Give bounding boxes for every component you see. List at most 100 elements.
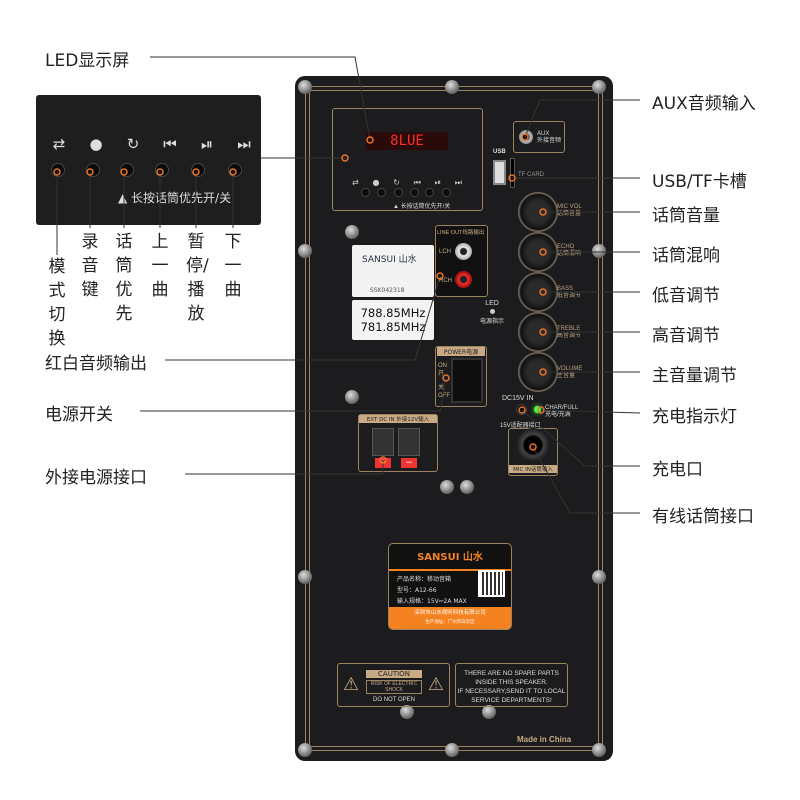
inset-hint: ▲ 长按话筒优先开/关 — [118, 191, 232, 205]
display-module — [332, 108, 483, 211]
callout-mic-volume: 话筒音量 — [652, 206, 720, 226]
frequency-1: 788.85MHz — [360, 306, 426, 320]
label-mode: 模式切换 — [48, 257, 66, 349]
on-cn-label: 开 — [438, 371, 445, 377]
bass-knob[interactable] — [518, 272, 558, 312]
mic-volume-knob[interactable] — [518, 192, 558, 232]
off-cn-label: 关 — [438, 385, 445, 391]
knob-label: MIC VOL — [557, 204, 582, 210]
off-label: OFF — [438, 393, 450, 399]
next-button[interactable] — [228, 163, 242, 177]
callout-charge-led: 充电指示灯 — [652, 407, 737, 427]
frequency-sticker: 788.85MHz 781.85MHz — [352, 300, 434, 340]
knob-label-cn: 话筒混响 — [557, 251, 582, 257]
line-out-box — [435, 225, 488, 297]
led-cn-label: 电源指示 — [480, 319, 505, 325]
previous-icon: ⏮ — [163, 135, 177, 153]
callout-charge-port: 充电口 — [652, 460, 703, 480]
record-button[interactable] — [86, 163, 100, 177]
mic-in-label: MIC IN话筒输入 — [509, 465, 557, 473]
brand-sticker: SANSUI 山水 SSK042318 — [352, 245, 434, 297]
knob-label: ECHO — [557, 244, 575, 250]
aux-cn-label: 外接音频 — [537, 138, 562, 144]
callout-power-switch: 电源开关 — [45, 405, 113, 425]
charge-label: CHAR/FULL — [545, 405, 579, 411]
callout-rca-out: 红白音频输出 — [45, 354, 147, 374]
record-icon: ● — [89, 135, 103, 153]
knob-label-cn: 话筒音量 — [557, 211, 582, 217]
knob-label-cn: 低音调节 — [557, 293, 582, 299]
play-pause-button[interactable] — [191, 163, 205, 177]
callout-echo: 话筒混响 — [652, 246, 720, 266]
callout-ext-power: 外接电源接口 — [45, 468, 147, 488]
callout-mic-jack: 有线话筒接口 — [652, 507, 754, 527]
previous-icon-small: ⏮ — [413, 178, 421, 187]
knob-label: TREBLE — [557, 326, 581, 332]
mode-button[interactable] — [51, 163, 65, 177]
rca-right-red[interactable] — [455, 271, 472, 288]
tf-label: TF CARD — [518, 172, 544, 178]
notice-line: SERVICE DEPARTMENTS! — [471, 697, 552, 704]
product-name: 产品名称：移动音箱 — [397, 576, 452, 583]
aux-label: AUX — [537, 131, 550, 137]
power-led — [489, 309, 495, 314]
on-label: ON — [438, 363, 447, 369]
led-label: LED — [485, 300, 499, 307]
ext-dc-positive-terminal[interactable] — [372, 428, 394, 456]
label-mic-priority: 话筒优先 — [115, 232, 133, 324]
power-rocker-switch[interactable] — [451, 358, 483, 403]
notice-line: THERE ARE NO SPARE PARTS — [464, 670, 559, 677]
play-pause-icon: ⏯ — [200, 135, 213, 153]
sticker-serial: SSK042318 — [370, 287, 405, 294]
label-play-pause: 暂停/播放 — [186, 232, 209, 324]
risk-text: RISK OF ELECTRIC SHOCK — [366, 680, 422, 694]
address: 生产地址：广州市白云区 — [425, 620, 475, 625]
nameplate-brand: SANSUI 山水 — [417, 552, 483, 563]
frequency-2: 781.85MHz — [360, 320, 426, 334]
input-spec: 输入规格：15V⎓2A MAX — [397, 598, 467, 605]
do-not-open: DO NOT OPEN — [373, 697, 415, 703]
mic-input-jack[interactable] — [516, 428, 550, 462]
qr-code — [478, 570, 505, 597]
tf-card-slot[interactable] — [510, 158, 515, 188]
caution-label: ⚠ ⚠ CAUTION RISK OF ELECTRIC SHOCK DO NO… — [337, 663, 450, 707]
positive-marker: + — [375, 458, 391, 468]
dc15v-label: DC15V IN — [502, 395, 534, 402]
knob-label: BASS — [557, 286, 574, 292]
power-label: POWER电源 — [437, 347, 485, 356]
sticker-brand: SANSUI 山水 — [362, 255, 417, 265]
echo-knob[interactable] — [518, 232, 558, 272]
rch-label: RCH — [439, 278, 452, 284]
manufacturer: 深圳市山水视听科技有限公司 — [414, 610, 486, 616]
charge-port[interactable] — [516, 404, 527, 415]
adapter-label: 15V适配器接口 — [500, 423, 541, 429]
callout-aux: AUX音频输入 — [652, 94, 756, 114]
record-icon-small: ● — [372, 178, 380, 187]
charge-indicator-led — [534, 406, 541, 413]
callout-led-display: LED显示屏 — [45, 51, 130, 71]
ext-dc-negative-terminal[interactable] — [398, 428, 420, 456]
next-icon: ⏭ — [237, 135, 251, 153]
treble-knob[interactable] — [518, 312, 558, 352]
made-in-china: Made in China — [517, 735, 572, 744]
model-number: 型号：A12-66 — [397, 587, 437, 594]
line-out-label: LINE OUT线路输出 — [437, 230, 485, 236]
charge-cn-label: 充电/充满 — [545, 412, 571, 418]
mode-icon-small: ⇄ — [352, 178, 359, 187]
label-record: 录音键 — [81, 232, 99, 300]
ext-dc-label: EXT DC IN 外接12V输入 — [359, 415, 437, 423]
caution-title: CAUTION — [366, 670, 422, 678]
callout-treble: 高音调节 — [652, 326, 720, 346]
previous-button[interactable] — [155, 163, 169, 177]
volume-knob[interactable] — [518, 352, 558, 392]
knob-label: VOLUME — [557, 366, 583, 372]
mic-priority-button[interactable] — [120, 163, 134, 177]
rca-left-white[interactable] — [455, 243, 472, 260]
aux-jack[interactable] — [519, 130, 533, 144]
repeat-icon-small: ↻ — [393, 178, 400, 187]
usb-port[interactable] — [493, 160, 506, 185]
callout-bass: 低音调节 — [652, 286, 720, 306]
led-display: 8LUE — [366, 132, 448, 150]
label-next: 下一曲 — [224, 232, 242, 300]
notice-line: INSIDE THIS SPEAKER. — [475, 679, 548, 686]
